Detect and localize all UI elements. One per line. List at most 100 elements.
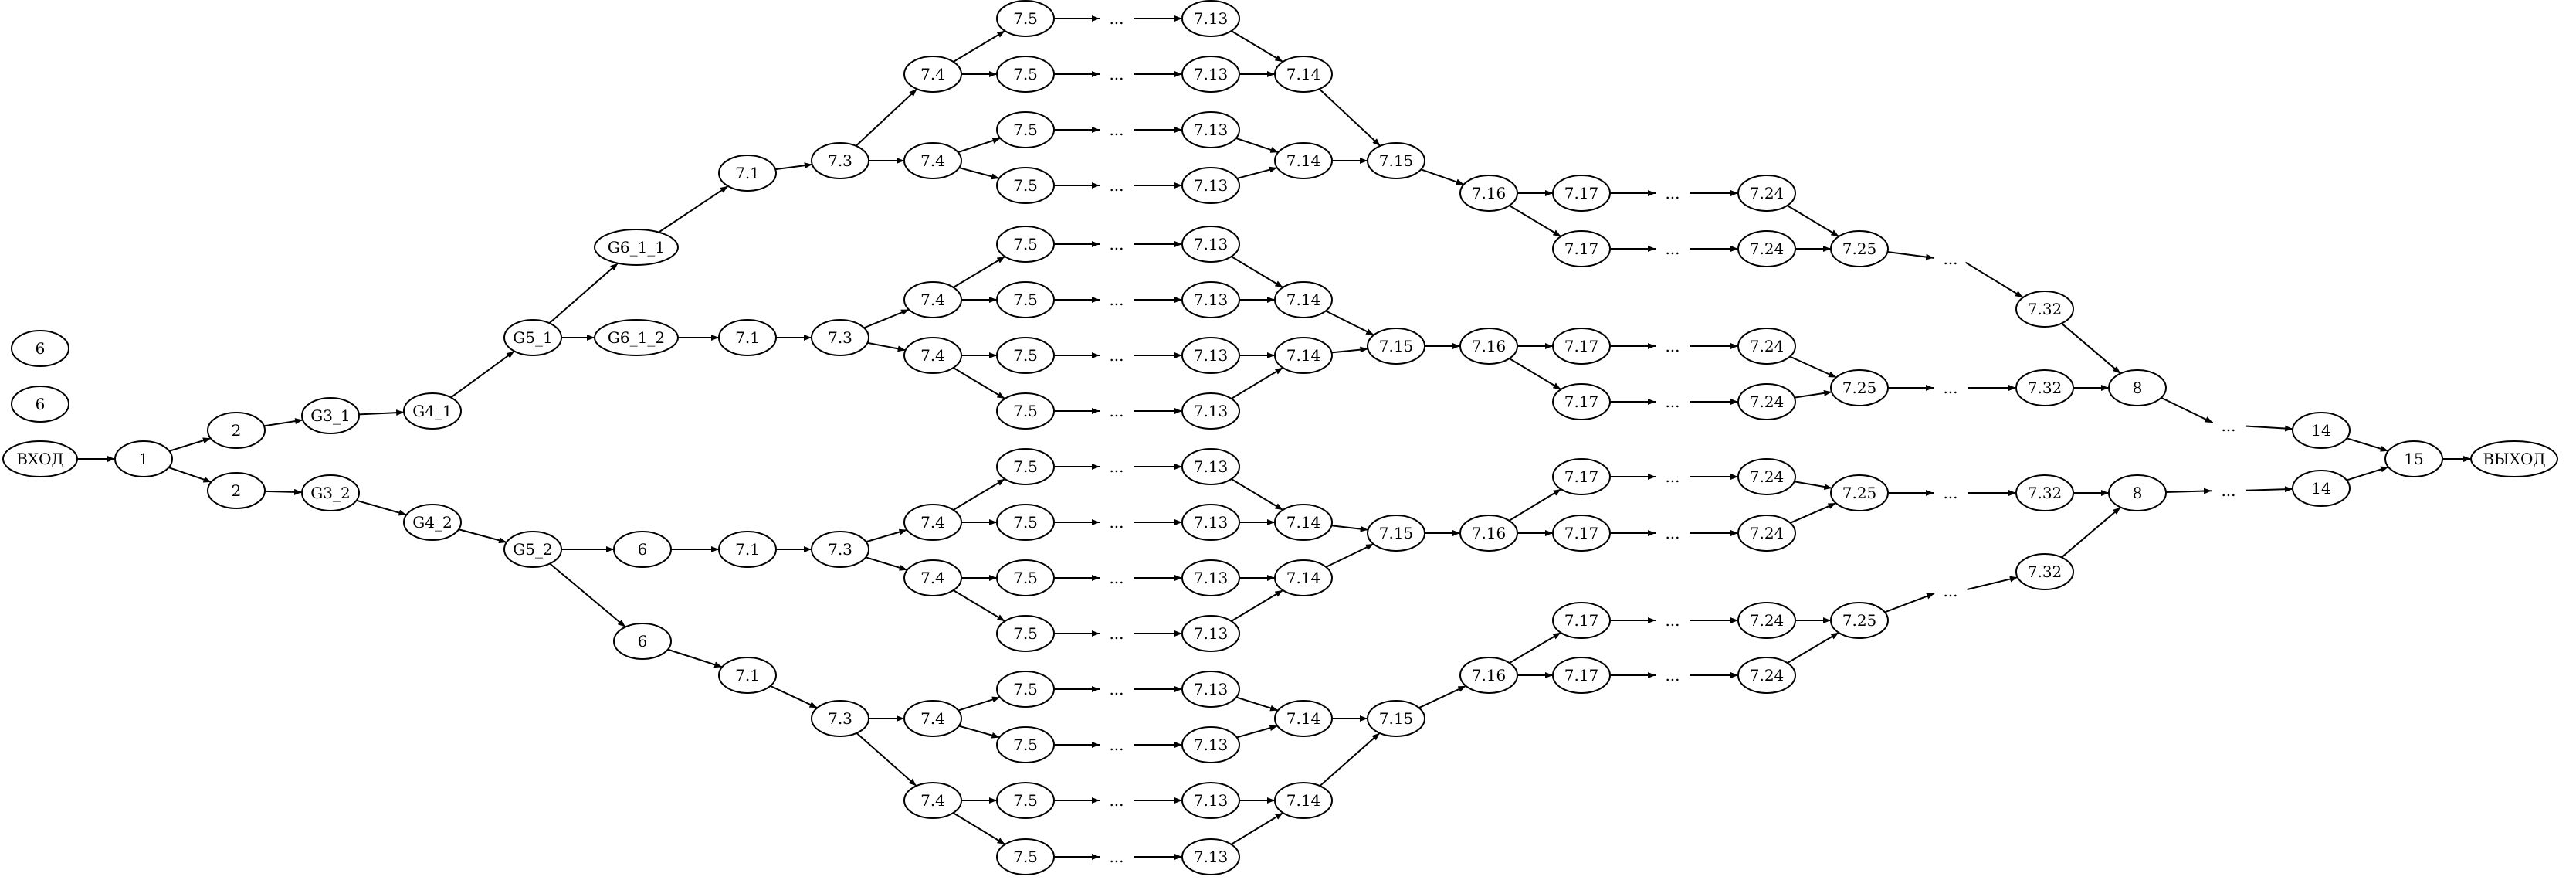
- graph-node: 7.5: [996, 337, 1055, 374]
- graph-node: 7.17: [1552, 175, 1611, 212]
- graph-node: 7.15: [1367, 700, 1425, 737]
- edge-arrow: [863, 308, 910, 329]
- edge-arrow: [658, 185, 729, 233]
- node-label: 7.13: [1194, 848, 1229, 866]
- node-label: ...: [2221, 416, 2235, 435]
- node-label: 7.24: [1750, 240, 1785, 258]
- graph-node: ВЫХОД: [2470, 440, 2558, 477]
- graph-node: 6: [613, 623, 672, 660]
- graph-node: 7.17: [1552, 328, 1611, 365]
- graph-node: 7.1: [718, 531, 777, 568]
- edge-arrow: [1789, 502, 1837, 524]
- node-label: ...: [1665, 392, 1679, 411]
- node-label: 7.14: [1286, 791, 1321, 810]
- node-label: ...: [1109, 176, 1124, 195]
- graph-node: 7.14: [1274, 559, 1333, 596]
- node-label: 7.24: [1750, 611, 1785, 630]
- edge-arrow: [2161, 396, 2214, 424]
- node-label: ...: [2221, 481, 2235, 500]
- edge-arrow: [1231, 478, 1283, 511]
- node-label: 7.5: [1013, 176, 1038, 195]
- node-label: 7.5: [1013, 624, 1038, 643]
- node-label: 7.4: [920, 291, 945, 309]
- ellipsis-marker: ...: [1665, 611, 1679, 630]
- ellipsis-marker: ...: [1665, 467, 1679, 486]
- node-label: ...: [1109, 624, 1124, 643]
- graph-node: 7.5: [996, 782, 1055, 819]
- graph-node: 14: [2292, 470, 2351, 507]
- node-label: ВХОД: [16, 450, 64, 468]
- node-label: ВЫХОД: [2483, 450, 2545, 468]
- node-label: ...: [1943, 379, 1957, 397]
- graph-node: 7.15: [1367, 142, 1425, 179]
- graph-node: 1: [114, 440, 173, 477]
- edge-arrow: [865, 556, 908, 571]
- graph-node: 2: [207, 412, 266, 449]
- node-label: ...: [1109, 569, 1124, 587]
- edge-arrow: [958, 696, 1001, 712]
- graph-node: 7.16: [1459, 515, 1518, 552]
- edge-arrow: [667, 648, 723, 668]
- graph-node: 2: [207, 472, 266, 509]
- node-label: 7.14: [1286, 151, 1321, 170]
- node-label: ...: [1109, 65, 1124, 83]
- graph-node: 7.5: [996, 448, 1055, 485]
- node-label: 7.15: [1379, 524, 1414, 542]
- node-label: 7.24: [1750, 467, 1785, 486]
- edge-arrow: [356, 499, 407, 516]
- node-label: 7.13: [1194, 791, 1229, 810]
- node-label: 6: [36, 339, 46, 358]
- node-label: 7.4: [920, 709, 945, 728]
- graph-node: G4_1: [403, 392, 462, 430]
- node-label: 7.17: [1564, 666, 1599, 685]
- ellipsis-marker: ...: [1109, 121, 1124, 139]
- node-label: 7.13: [1194, 65, 1229, 83]
- node-label: ...: [1109, 291, 1124, 309]
- node-label: ...: [1109, 9, 1124, 28]
- edge-arrow: [1794, 481, 1832, 490]
- ellipsis-marker: ...: [2221, 481, 2235, 500]
- graph-node: 7.25: [1830, 230, 1889, 267]
- graph-node: G6_1_1: [594, 229, 679, 266]
- node-label: ...: [1109, 235, 1124, 253]
- ellipsis-marker: ...: [1665, 392, 1679, 411]
- node-label: ...: [1109, 346, 1124, 365]
- node-label: 7.5: [1013, 848, 1038, 866]
- node-label: 7.13: [1194, 402, 1229, 420]
- ellipsis-marker: ...: [1109, 624, 1124, 643]
- ellipsis-marker: ...: [1109, 569, 1124, 587]
- graph-node: 7.25: [1830, 369, 1889, 406]
- node-label: 7.3: [828, 540, 852, 559]
- edge-arrow: [1509, 631, 1561, 664]
- node-label: ...: [1109, 791, 1124, 810]
- graph-node: 7.13: [1181, 111, 1240, 148]
- edge-arrow: [953, 478, 1005, 511]
- node-label: 6: [638, 632, 648, 651]
- edge-arrow: [958, 167, 1000, 180]
- edge-arrow: [1509, 205, 1561, 237]
- graph-node: 7.3: [811, 142, 869, 179]
- node-label: ...: [1943, 582, 1957, 600]
- graph-node: 7.5: [996, 615, 1055, 652]
- edge-arrow: [1509, 358, 1561, 390]
- graph-node: 7.13: [1181, 167, 1240, 204]
- edge-arrow: [2346, 466, 2389, 481]
- graph-node: G4_2: [403, 504, 462, 541]
- edge-arrow: [953, 367, 1005, 399]
- graph-node: 7.17: [1552, 602, 1611, 639]
- node-label: 7.5: [1013, 513, 1038, 532]
- graph-node: 7.24: [1737, 602, 1796, 639]
- node-label: 7.14: [1286, 346, 1321, 365]
- node-label: 7.13: [1194, 121, 1229, 139]
- node-label: G3_1: [310, 406, 350, 425]
- graph-node: 6: [613, 531, 672, 568]
- node-label: 7.24: [1750, 337, 1785, 355]
- node-label: 7.15: [1379, 709, 1414, 728]
- graph-node: 7.14: [1274, 281, 1333, 318]
- graph-node: 7.16: [1459, 657, 1518, 694]
- graph-node: 7.24: [1737, 458, 1796, 495]
- node-label: 7.4: [920, 65, 945, 83]
- ellipsis-marker: ...: [1109, 346, 1124, 365]
- node-label: 7.17: [1564, 467, 1599, 486]
